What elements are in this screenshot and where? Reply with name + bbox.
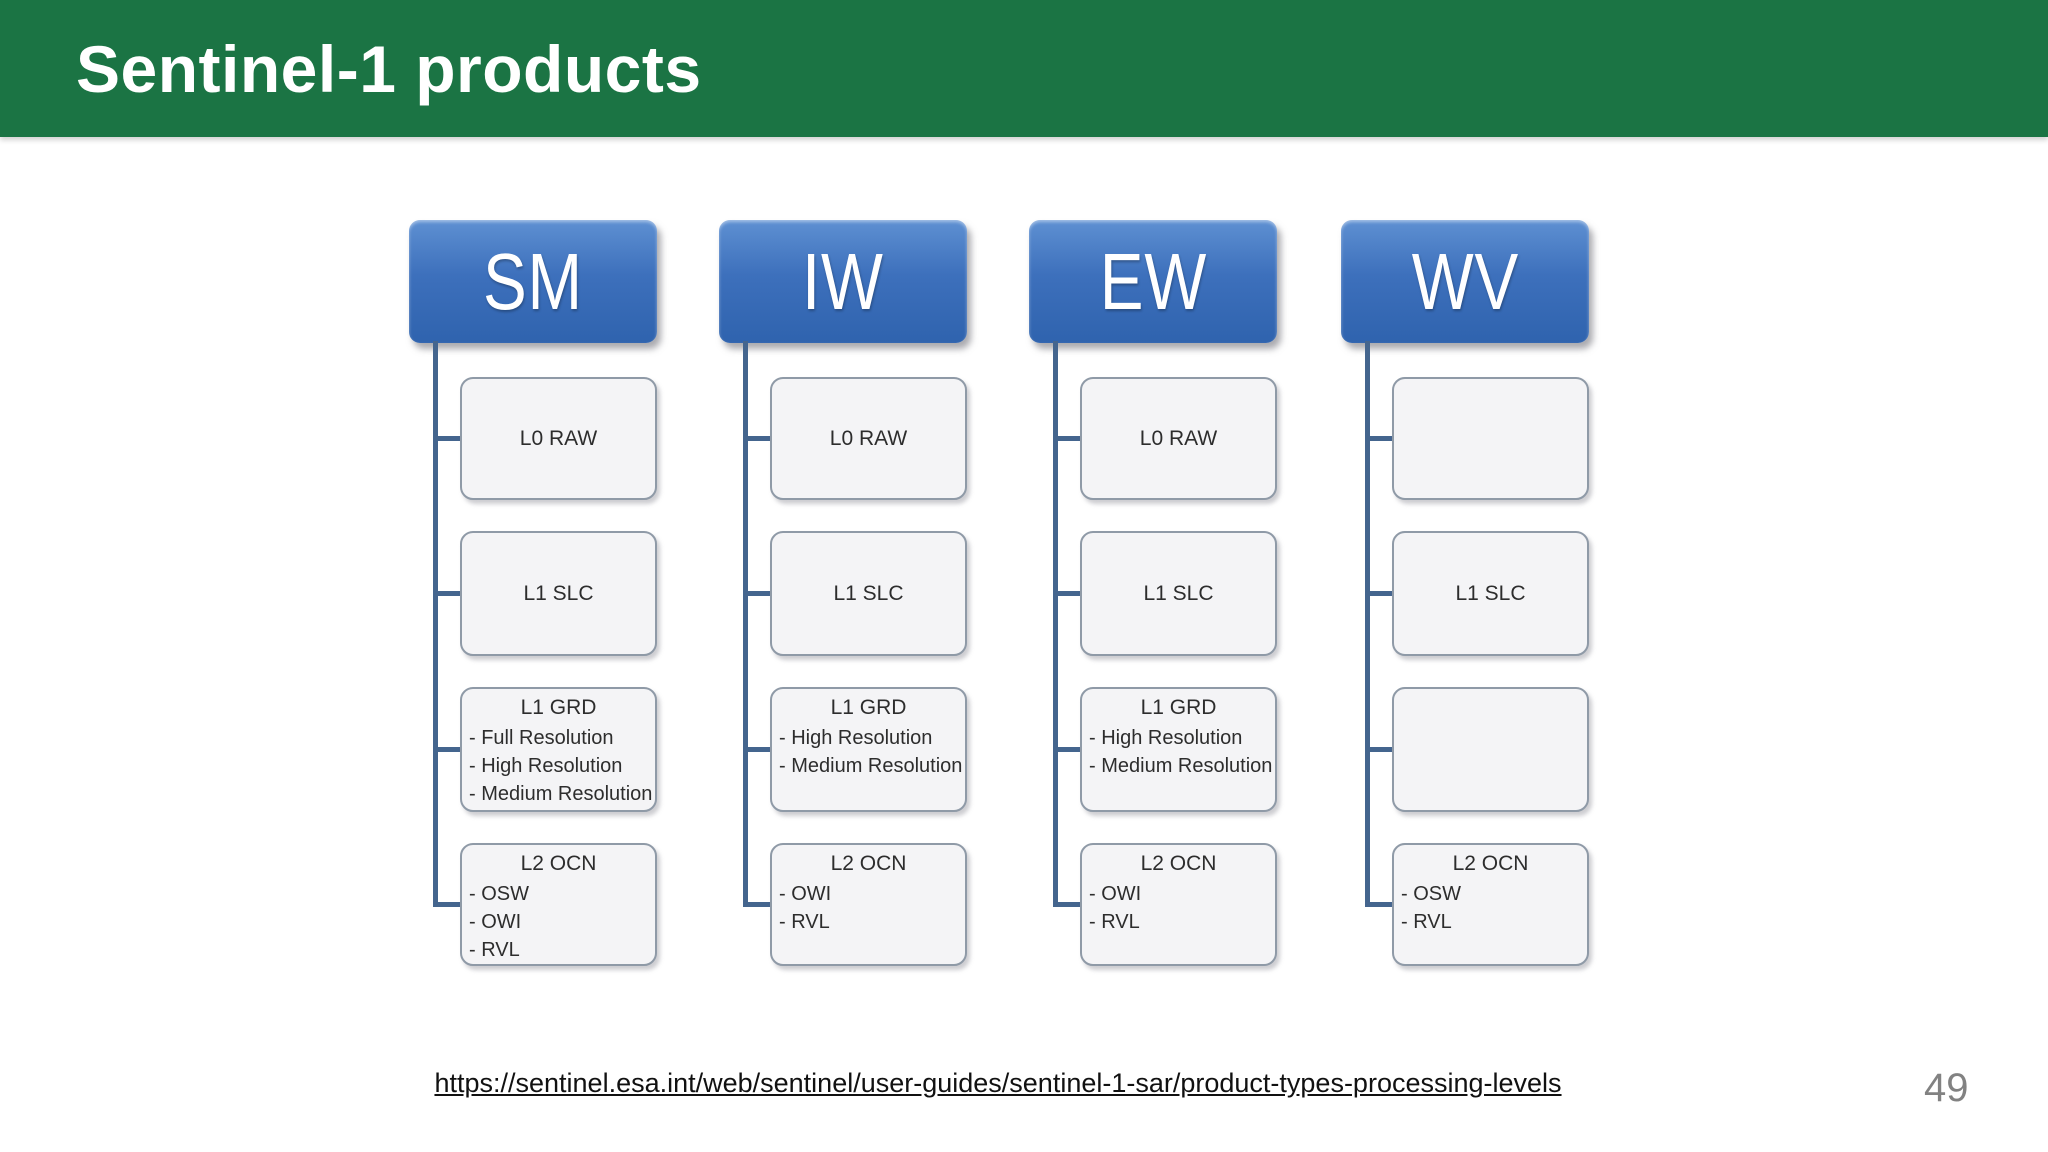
product-box-wv-l2-ocn: L2 OCN - OSW - RVL [1392,843,1589,966]
product-item: - OWI [779,883,832,905]
product-title: L2 OCN [830,852,907,875]
mode-label-ew: EW [1099,236,1207,326]
product-box-ew-l0-raw: L0 RAW [1080,377,1277,500]
connector-vline-ew [1053,341,1058,907]
product-item: - Medium Resolution [469,783,653,805]
product-title: L1 SLC [523,581,594,605]
product-item: - OSW [1401,883,1461,905]
product-box-iw-l0-raw: L0 RAW [770,377,967,500]
connector-branch [435,591,462,596]
product-item: - Medium Resolution [779,755,963,777]
product-item: - High Resolution [779,727,933,749]
product-item: - Full Resolution [469,727,614,749]
connector-branch [745,747,772,752]
product-item: - OWI [1089,883,1142,905]
connector-vline-wv [1365,341,1370,907]
connector-branch [1055,902,1082,907]
product-box-sm-l2-ocn: L2 OCN - OSW - OWI - RVL [460,843,657,966]
product-title: L0 RAW [519,426,598,450]
column-wv: WV L1 SLC L2 OCN - OSW - RVL [1341,220,1589,980]
connector-branch [745,591,772,596]
product-box-wv-row3-empty [1392,687,1589,812]
mode-label-wv: WV [1411,236,1519,326]
product-item: - High Resolution [469,755,623,777]
product-title: L2 OCN [520,852,597,875]
product-item: - Medium Resolution [1089,755,1273,777]
product-title: L0 RAW [1139,426,1218,450]
connector-vline-iw [743,341,748,907]
connector-branch [1367,902,1394,907]
mode-label-sm: SM [482,236,584,326]
product-title: L0 RAW [829,426,908,450]
product-box-wv-row1-empty [1392,377,1589,500]
mode-box-iw: IW [719,220,967,343]
connector-branch [1367,436,1394,441]
slide-page-number: 49 [1924,1066,1969,1110]
column-ew: EW L0 RAW L1 SLC L1 GRD - High Resolutio… [1029,220,1277,980]
connector-branch [745,436,772,441]
mode-label-iw: IW [802,236,884,326]
product-box-iw-l1-slc: L1 SLC [770,531,967,656]
connector-branch [1367,747,1394,752]
product-item: - OWI [469,911,522,933]
product-box-wv-l1-slc: L1 SLC [1392,531,1589,656]
product-box-sm-l1-grd: L1 GRD - Full Resolution - High Resoluti… [460,687,657,812]
connector-branch [745,902,772,907]
product-item: - RVL [469,939,520,961]
connector-branch [1055,591,1082,596]
connector-branch [1055,747,1082,752]
product-title: L1 GRD [1140,696,1217,719]
connector-branch [435,747,462,752]
page-title: Sentinel-1 products [76,31,702,106]
column-iw: IW L0 RAW L1 SLC L1 GRD - High Resolutio… [719,220,967,980]
connector-branch [1055,436,1082,441]
product-item: - High Resolution [1089,727,1243,749]
mode-box-wv: WV [1341,220,1589,343]
product-box-iw-l1-grd: L1 GRD - High Resolution - Medium Resolu… [770,687,967,812]
product-box-iw-l2-ocn: L2 OCN - OWI - RVL [770,843,967,966]
product-title: L2 OCN [1140,852,1217,875]
product-box-ew-l1-slc: L1 SLC [1080,531,1277,656]
product-box-sm-l0-raw: L0 RAW [460,377,657,500]
product-item: - OSW [469,883,529,905]
mode-box-ew: EW [1029,220,1277,343]
product-item: - RVL [779,911,830,933]
connector-branch [1367,591,1394,596]
slide-header-bar: Sentinel-1 products [0,0,2048,137]
product-title: L1 SLC [1143,581,1214,605]
product-title: L1 GRD [520,696,597,719]
product-item: - RVL [1401,911,1452,933]
product-title: L1 SLC [833,581,904,605]
connector-branch [435,436,462,441]
product-box-ew-l2-ocn: L2 OCN - OWI - RVL [1080,843,1277,966]
product-box-ew-l1-grd: L1 GRD - High Resolution - Medium Resolu… [1080,687,1277,812]
product-item: - RVL [1089,911,1140,933]
product-box-sm-l1-slc: L1 SLC [460,531,657,656]
column-sm: SM L0 RAW L1 SLC L1 GRD - Full Resolutio… [409,220,657,980]
product-title: L1 SLC [1455,581,1526,605]
connector-vline-sm [433,341,438,907]
mode-box-sm: SM [409,220,657,343]
product-title: L1 GRD [830,696,907,719]
product-title: L2 OCN [1452,852,1529,875]
connector-branch [435,902,462,907]
source-url-link[interactable]: https://sentinel.esa.int/web/sentinel/us… [434,1068,1562,1098]
